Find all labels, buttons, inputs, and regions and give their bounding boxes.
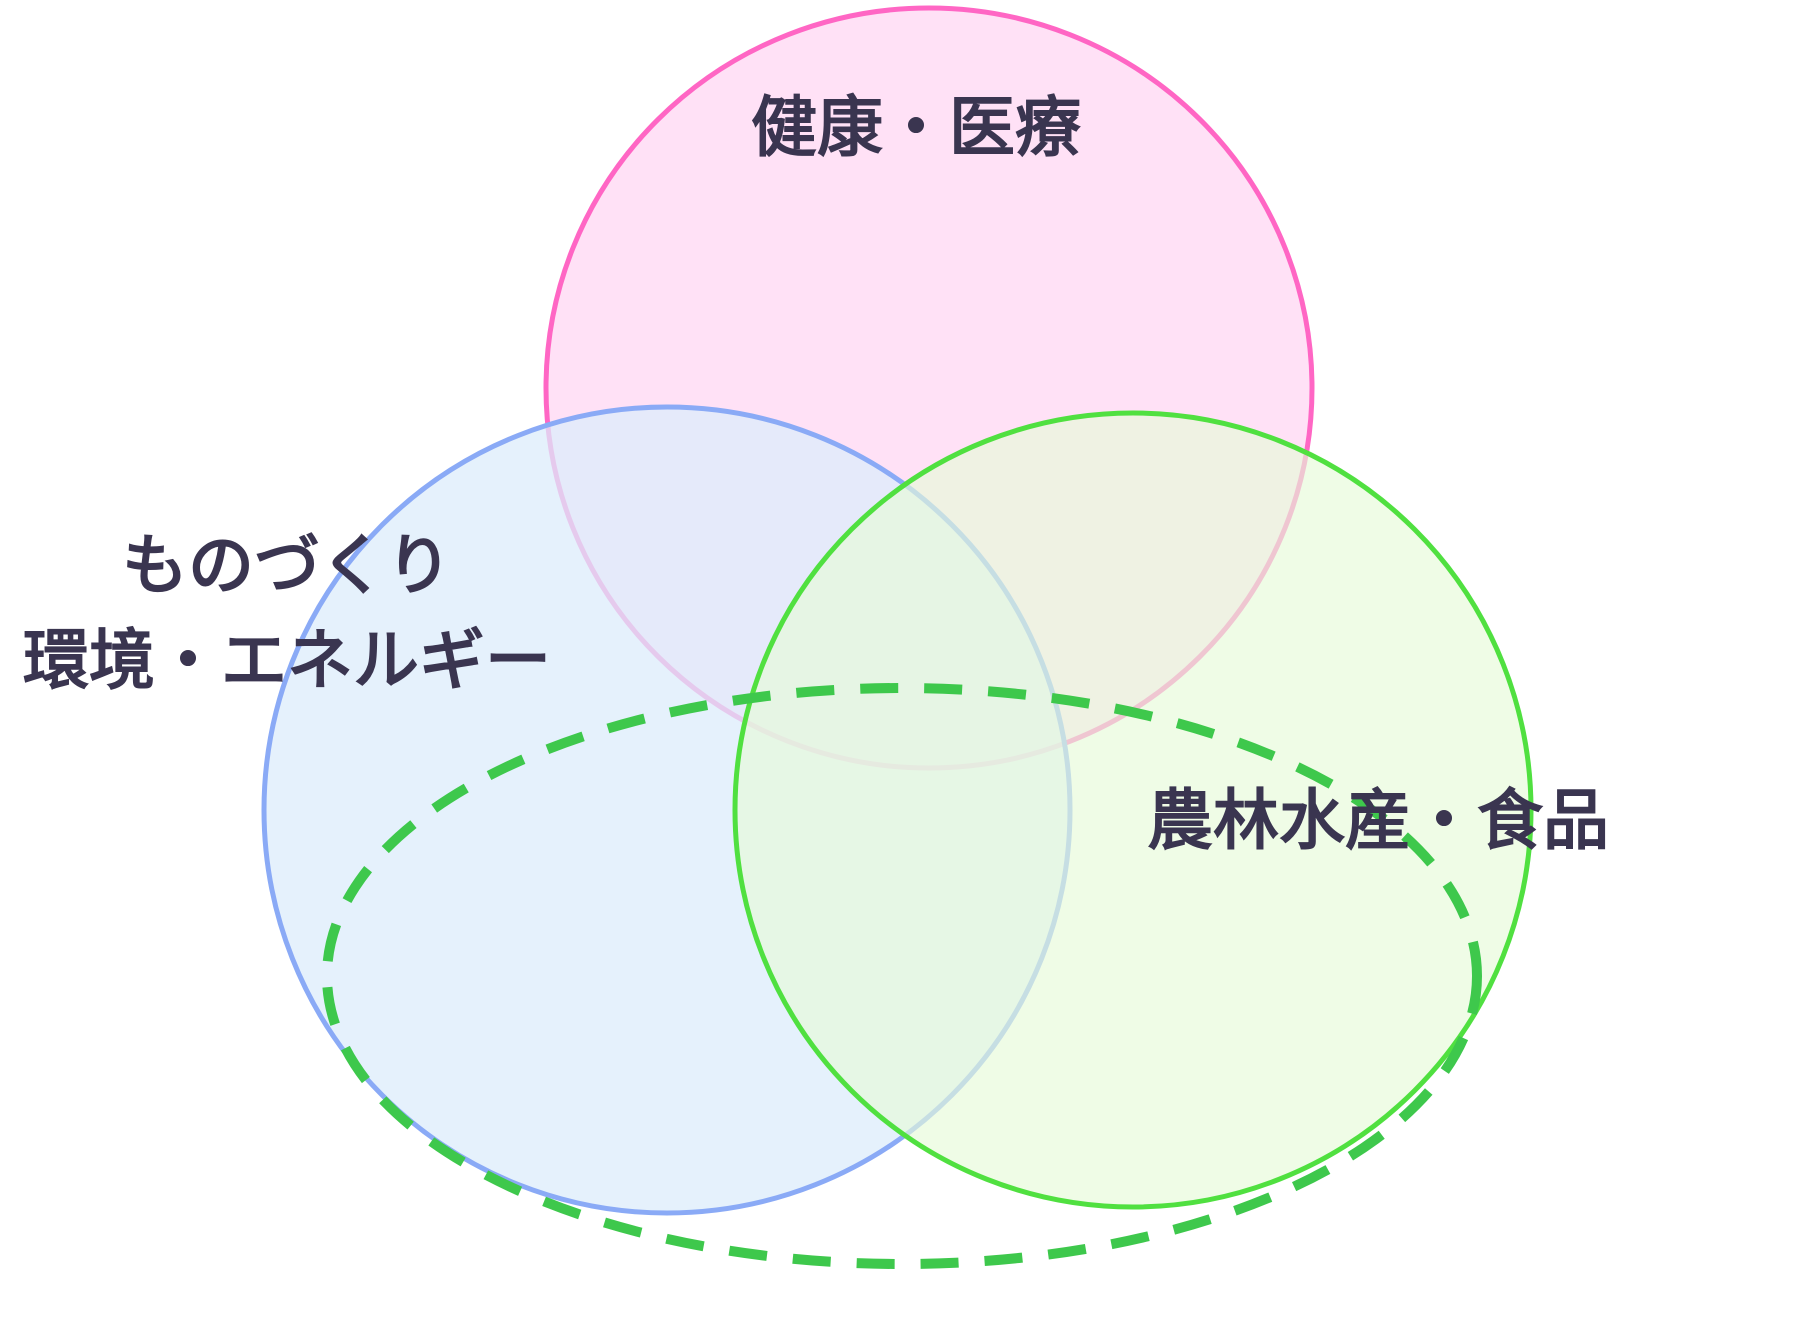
health-label: 健康・医療 — [751, 89, 1081, 166]
manufacturing-label-line1: ものづくり — [122, 527, 452, 604]
agriculture-label: 農林水産・食品 — [1147, 782, 1609, 859]
dashed-highlight-ellipse — [322, 683, 1482, 1269]
manufacturing-label-line2: 環境・エネルギー — [23, 622, 551, 699]
circle-layer — [261, 5, 1534, 1216]
agriculture-circle — [732, 410, 1534, 1210]
